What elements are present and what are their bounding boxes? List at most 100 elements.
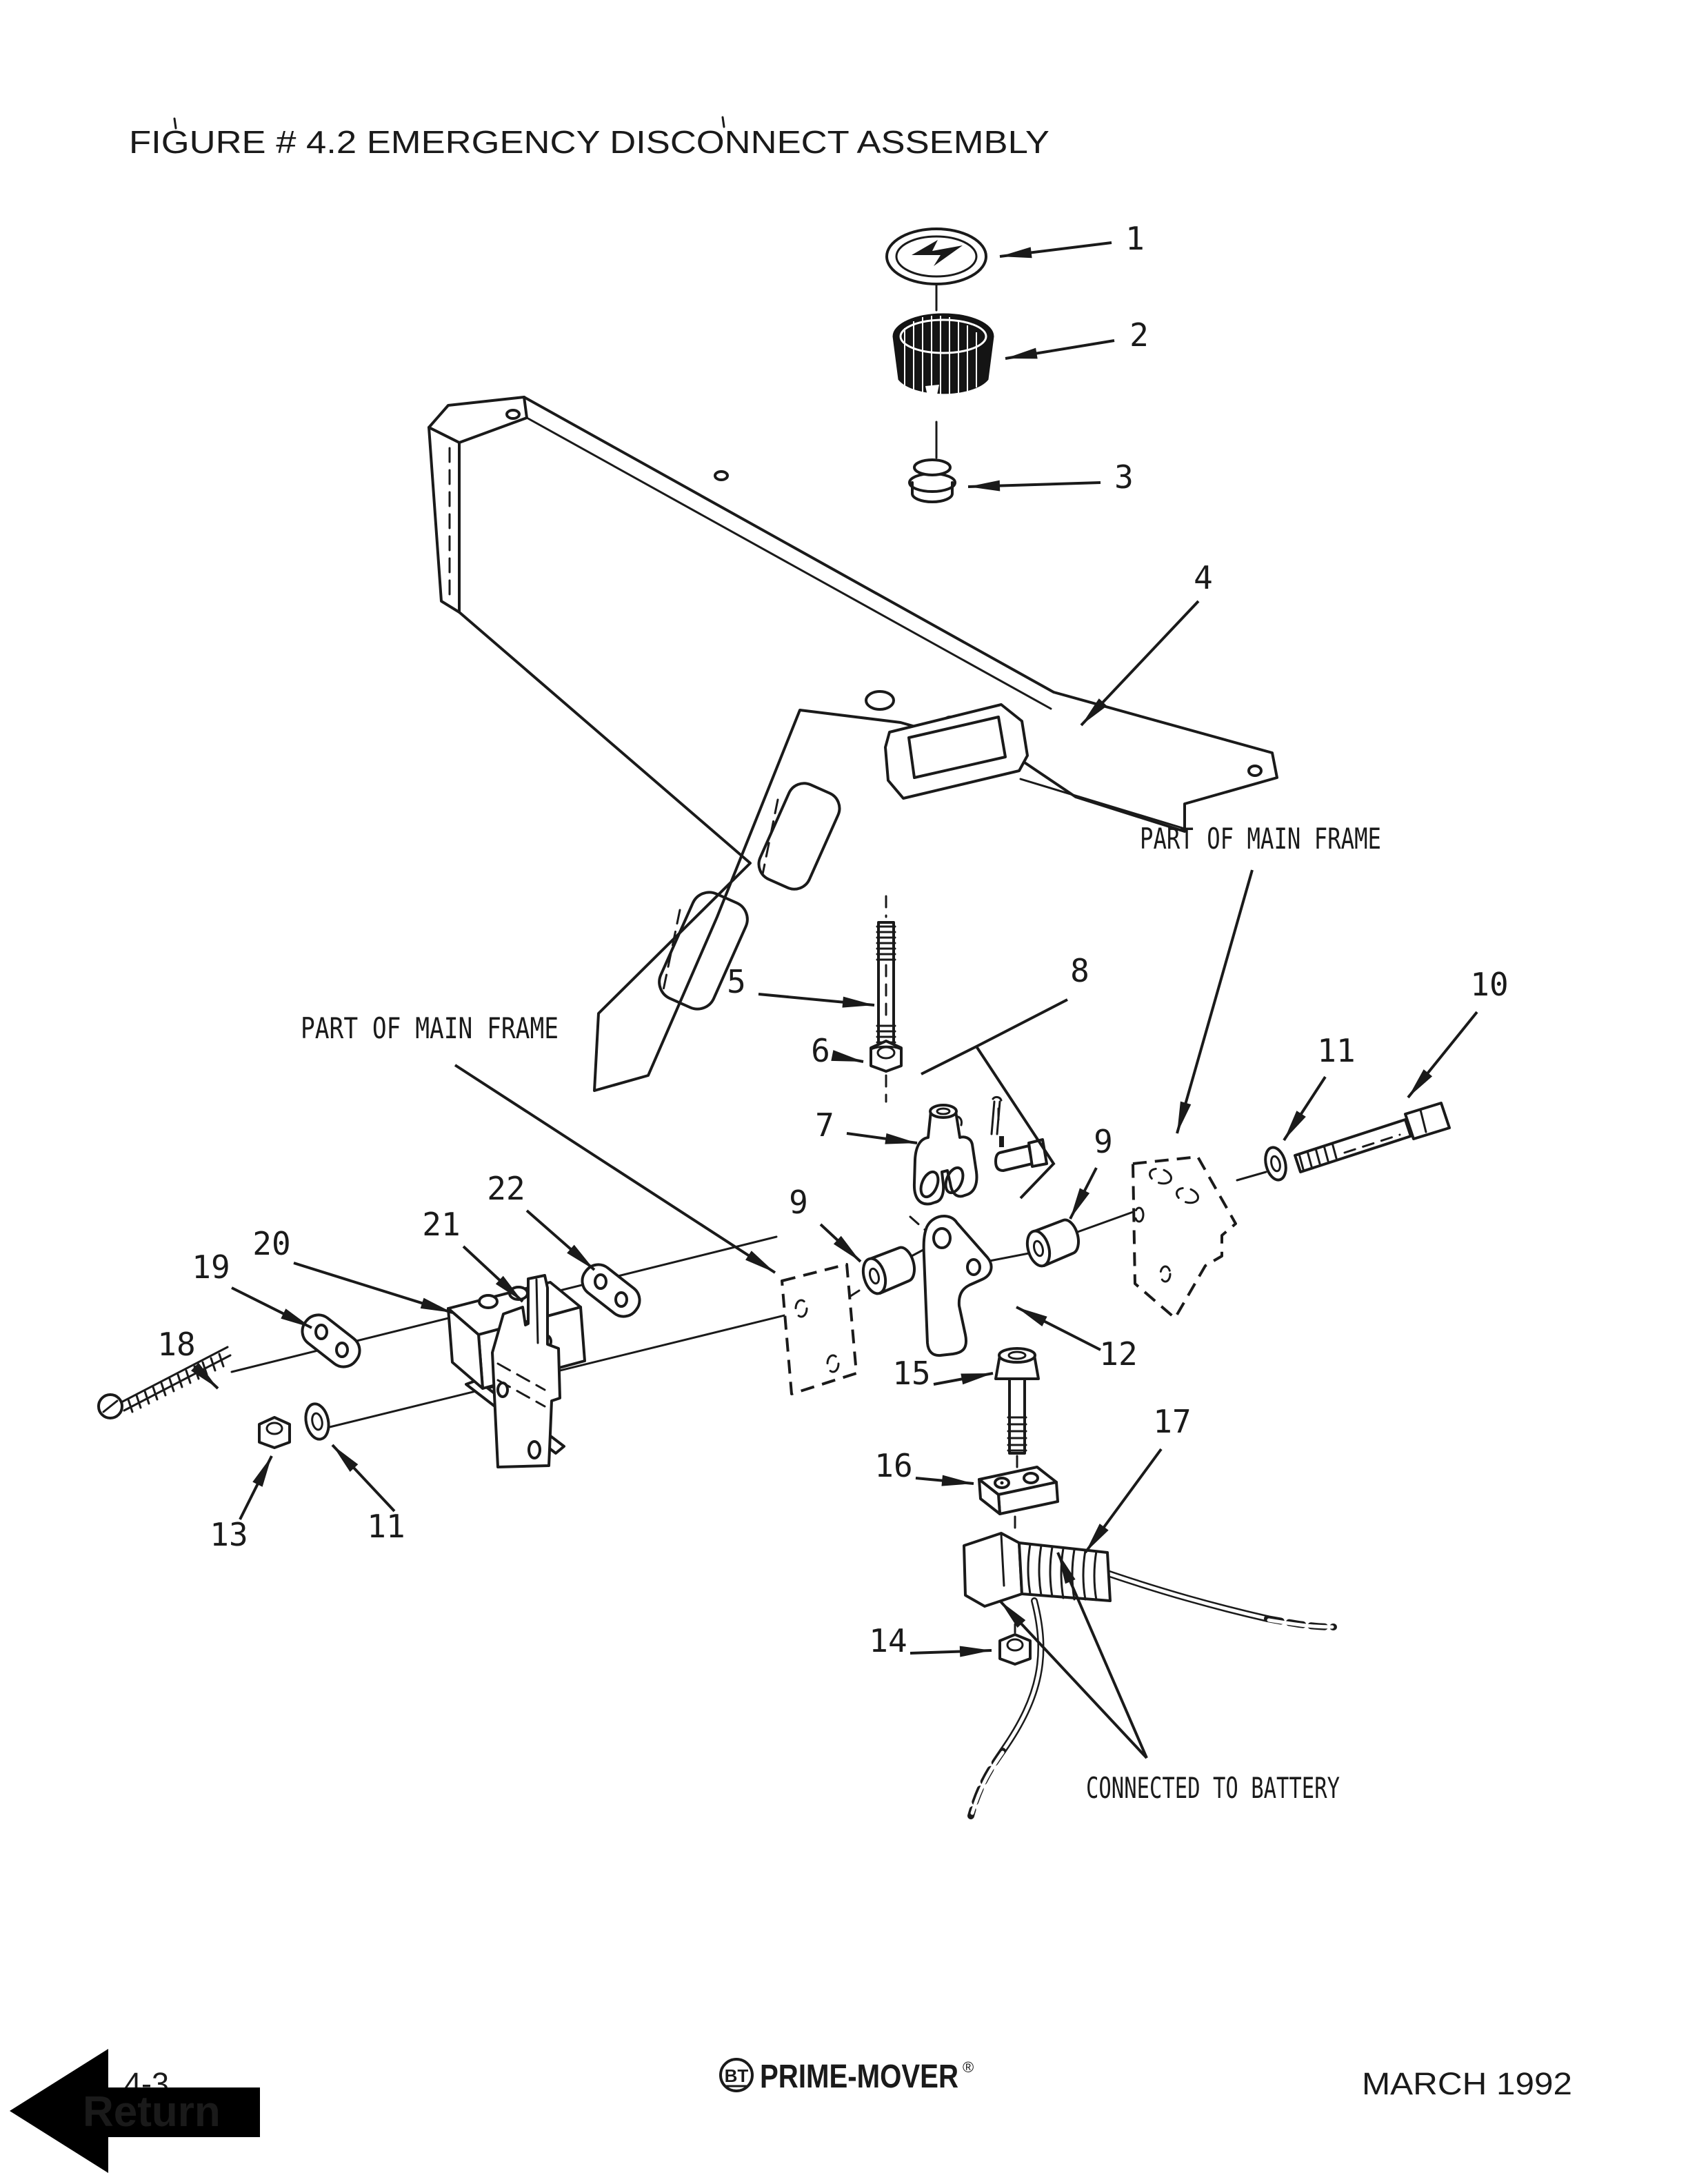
bushing-part-9-right bbox=[1025, 1218, 1080, 1268]
callout-part-21: 21 bbox=[422, 1206, 524, 1303]
assembly-axis-lines bbox=[230, 1171, 1267, 1430]
connected-to-battery: CONNECTED TO BATTERY bbox=[998, 1552, 1340, 1805]
screw-part-18 bbox=[97, 1346, 232, 1419]
callout-part-2-arrowhead bbox=[1005, 347, 1038, 359]
part-of-main-frame-left-label: PART OF MAIN FRAME bbox=[301, 1011, 559, 1045]
part-of-main-frame-right-arrowhead bbox=[1177, 1101, 1192, 1133]
part-of-main-frame-right-label: PART OF MAIN FRAME bbox=[1140, 822, 1381, 856]
callout-part-20: 20 bbox=[252, 1225, 453, 1314]
callout-part-11: 11 bbox=[1283, 1032, 1356, 1142]
connected-to-battery-label: CONNECTED TO BATTERY bbox=[1086, 1771, 1340, 1805]
scan-artifacts bbox=[173, 116, 725, 130]
callout-part-16-arrowhead bbox=[941, 1475, 974, 1486]
callout-part-22-arrowhead bbox=[567, 1244, 594, 1270]
callout-number-20: 20 bbox=[252, 1225, 290, 1262]
callout-number-21: 21 bbox=[422, 1206, 460, 1243]
callout-part-3: 3 bbox=[967, 458, 1134, 496]
callout-part-7-arrowhead bbox=[885, 1133, 917, 1144]
part-of-main-frame-right: PART OF MAIN FRAME bbox=[1140, 822, 1381, 1134]
connected-to-battery-leader bbox=[1056, 1552, 1148, 1759]
bushing-part-9-left bbox=[861, 1246, 916, 1295]
callout-part-4-arrowhead bbox=[1081, 698, 1107, 725]
callout-part-9: 9 bbox=[1069, 1123, 1113, 1220]
callout-number-18: 18 bbox=[157, 1326, 195, 1363]
bt-logo-initials: BT bbox=[725, 2065, 749, 2086]
callout-part-5-arrowhead bbox=[842, 996, 874, 1008]
callout-part-9: 9 bbox=[789, 1184, 862, 1263]
callout-part-16: 16 bbox=[874, 1447, 974, 1486]
callout-number-19: 19 bbox=[192, 1248, 230, 1286]
part-of-main-frame-left: PART OF MAIN FRAME bbox=[301, 1011, 776, 1274]
callout-part-4: 4 bbox=[1080, 559, 1213, 727]
callout-part-9-arrowhead bbox=[833, 1235, 861, 1262]
callout-part-22: 22 bbox=[487, 1170, 596, 1271]
callout-part-10-arrowhead bbox=[1408, 1069, 1433, 1098]
callout-number-22: 22 bbox=[487, 1170, 525, 1207]
callout-part-8: 8 bbox=[921, 952, 1089, 1200]
callout-part-11: 11 bbox=[331, 1444, 405, 1545]
callout-part-9-arrowhead bbox=[1070, 1188, 1090, 1219]
washer-part-11-right bbox=[1264, 1146, 1287, 1182]
switch-bracket-part-21 bbox=[491, 1274, 561, 1468]
return-button[interactable]: Return bbox=[10, 2049, 260, 2173]
part-of-main-frame-left-arrowhead bbox=[745, 1251, 775, 1273]
footer: 4-3 Return BT PRIME-MOVER ® MARCH 1992 bbox=[10, 2049, 1572, 2173]
callout-number-4: 4 bbox=[1194, 559, 1213, 596]
main-frame-plate-dashed bbox=[781, 1263, 858, 1395]
registered-mark: ® bbox=[963, 2059, 974, 2076]
return-arrow-icon bbox=[10, 2049, 260, 2173]
callout-part-1-arrowhead bbox=[1000, 247, 1032, 259]
connector-part-17 bbox=[963, 1532, 1337, 1819]
callout-part-19: 19 bbox=[192, 1248, 312, 1329]
callout-part-17: 17 bbox=[1084, 1403, 1192, 1554]
page-title: FIGURE # 4.2 EMERGENCY DISCONNECT ASSEMB… bbox=[129, 124, 1049, 160]
callout-part-15-arrowhead bbox=[961, 1373, 993, 1385]
main-frame-bracket-dashed bbox=[1132, 1155, 1237, 1320]
return-button-label[interactable]: Return bbox=[83, 2088, 221, 2136]
nut-part-13 bbox=[258, 1416, 291, 1449]
callout-number-7: 7 bbox=[815, 1106, 834, 1144]
callout-number-9: 9 bbox=[789, 1184, 808, 1221]
callout-part-12-arrowhead bbox=[1016, 1307, 1047, 1326]
callout-part-5: 5 bbox=[727, 963, 875, 1008]
callout-part-2: 2 bbox=[1005, 316, 1149, 360]
callout-number-11: 11 bbox=[1317, 1032, 1355, 1069]
callout-number-11: 11 bbox=[367, 1508, 405, 1545]
bracket-part-4 bbox=[428, 396, 1278, 1092]
connected-to-battery-arrowhead bbox=[1058, 1553, 1076, 1584]
callout-part-21-arrowhead bbox=[495, 1275, 523, 1302]
callout-part-6: 6 bbox=[811, 1032, 864, 1069]
callout-part-18: 18 bbox=[157, 1326, 219, 1390]
callout-number-9: 9 bbox=[1094, 1123, 1113, 1160]
clevis-part-7 bbox=[912, 1104, 978, 1206]
callout-number-15: 15 bbox=[892, 1355, 930, 1392]
pin-set-part-8 bbox=[990, 1095, 1048, 1172]
callout-part-10: 10 bbox=[1407, 966, 1509, 1099]
callout-number-2: 2 bbox=[1129, 316, 1149, 354]
nut-part-14 bbox=[998, 1633, 1032, 1666]
callout-part-11-arrowhead bbox=[1284, 1111, 1306, 1140]
callout-part-18-arrowhead bbox=[191, 1362, 218, 1388]
callout-number-6: 6 bbox=[811, 1032, 830, 1069]
callout-number-10: 10 bbox=[1470, 966, 1508, 1003]
callout-part-6-arrowhead bbox=[831, 1050, 863, 1062]
callout-part-15: 15 bbox=[892, 1355, 994, 1392]
callout-part-17-arrowhead bbox=[1085, 1524, 1109, 1553]
callout-part-1: 1 bbox=[999, 220, 1145, 259]
brand-wordmark: PRIME-MOVER bbox=[760, 2059, 958, 2095]
bell-crank-part-12 bbox=[922, 1214, 993, 1357]
exploded-diagram bbox=[97, 228, 1451, 1819]
callout-number-17: 17 bbox=[1153, 1403, 1191, 1440]
callout-part-14: 14 bbox=[869, 1622, 992, 1659]
brand-logo: BT PRIME-MOVER ® bbox=[719, 2058, 974, 2095]
knob-part-2 bbox=[892, 313, 994, 418]
washer-part-11-left bbox=[304, 1402, 330, 1441]
callout-part-14-arrowhead bbox=[959, 1646, 992, 1657]
callout-number-12: 12 bbox=[1099, 1335, 1137, 1373]
callout-part-8-leader bbox=[921, 998, 1068, 1075]
callout-number-16: 16 bbox=[874, 1447, 912, 1484]
callout-part-3-arrowhead bbox=[968, 480, 1001, 492]
callout-part-7: 7 bbox=[815, 1106, 918, 1144]
callout-number-3: 3 bbox=[1114, 458, 1134, 496]
